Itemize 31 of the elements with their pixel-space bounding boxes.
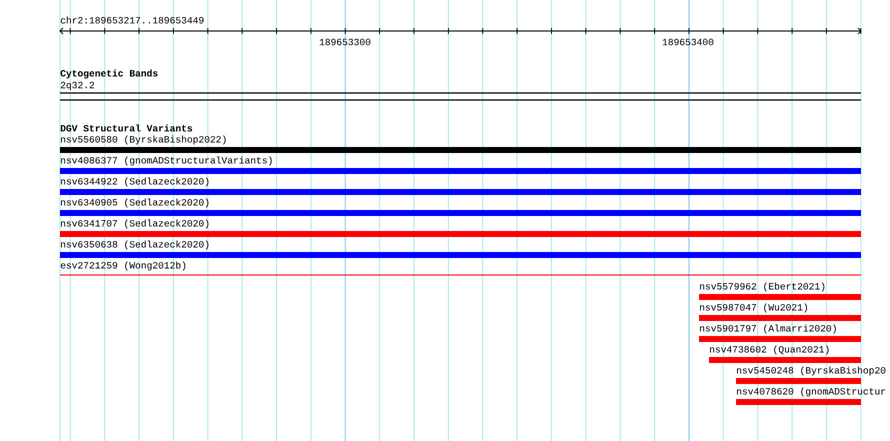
node-label: nsv6341707 (Sedlazeck2020) [61, 220, 208, 228]
variant-feature: nsv4738602 (Quan2021) [709, 346, 862, 363]
node-label: nsv5450248 (ByrskaBishop20 [737, 366, 886, 376]
variant-feature: nsv5450248 (ByrskaBishop20 [736, 366, 886, 384]
variant-feature: nsv5579962 (Ebert2021) [699, 282, 862, 300]
node-label: nsv4738602 (Quan2021) [710, 346, 829, 354]
tick-label: 189653400 [662, 38, 714, 46]
node-label: nsv4078620 (gnomADStructur [737, 388, 886, 396]
node-label: nsv5579962 (Ebert2021) [700, 282, 824, 292]
variant-feature: nsv6340905 (Sedlazeck2020) [60, 198, 862, 216]
variant-feature: nsv6350638 (Sedlazeck2020) [60, 240, 862, 258]
tick-label: 189653300 [320, 38, 370, 46]
variant-feature: nsv6341707 (Sedlazeck2020) [60, 220, 862, 237]
variant-feature: esv2721259 (Wong2012b) [60, 262, 862, 276]
node-label: nsv6340905 (Sedlazeck2020) [61, 198, 208, 208]
variant-feature: nsv4078620 (gnomADStructur [736, 388, 886, 405]
ruler-label: chr2:189653217..189653449 [60, 16, 204, 24]
track-heading: DGV Structural Variants [60, 124, 192, 132]
node-label: nsv5560580 (ByrskaBishop2022) [61, 136, 226, 144]
variant-feature: nsv4086377 (gnomADStructuralVariants) [60, 156, 862, 174]
variant-feature: nsv5901797 (Almarri2020) [699, 324, 862, 342]
node-label: nsv6344922 (Sedlazeck2020) [61, 178, 208, 186]
variant-feature: nsv5987047 (Wu2021) [699, 304, 862, 321]
track-heading: Cytogenetic Bands [60, 70, 158, 78]
node-label: nsv5987047 (Wu2021) [700, 304, 808, 312]
band-feature: 2q32.2 [60, 82, 862, 94]
node-label: nsv5901797 (Almarri2020) [700, 324, 836, 334]
variant-feature: nsv5560580 (ByrskaBishop2022) [60, 136, 862, 153]
variant-feature: nsv6344922 (Sedlazeck2020) [60, 178, 862, 195]
node-label: nsv6350638 (Sedlazeck2020) [61, 240, 208, 250]
node-label: nsv4086377 (gnomADStructuralVariants) [61, 156, 272, 166]
